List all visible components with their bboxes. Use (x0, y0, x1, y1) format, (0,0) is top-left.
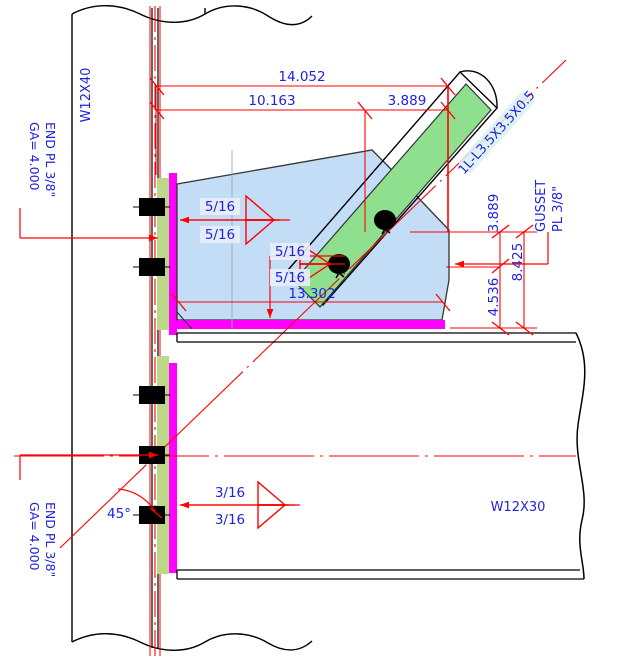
end-plate-bottom-label-line2: GA= 4.000 (27, 502, 42, 571)
gusset-label-line2: PL 3/8" (551, 186, 566, 232)
dimension-value-3889-vertical: 3.889 (486, 194, 502, 233)
dimension-overall-top: 14.052 (149, 69, 456, 232)
leader-gusset-label: GUSSET PL 3/8" (455, 180, 566, 268)
dimension-value-45deg: 45° (107, 506, 131, 522)
dimension-value-14052: 14.052 (278, 69, 325, 85)
weld-value-beam-column-top: 3/16 (215, 485, 245, 501)
dimension-brace-offset-top: 3.889 (365, 93, 456, 120)
beam-label-group: W12X30 (491, 500, 546, 515)
weld-value-gusset-column-top: 5/16 (205, 199, 235, 215)
dimension-vertical-group: 3.889 4.536 8.425 (410, 194, 537, 336)
dimension-value-8425: 8.425 (510, 243, 526, 282)
dimension-value-3889-top: 3.889 (388, 93, 427, 109)
beam-label: W12X30 (491, 500, 546, 515)
leader-end-plate-top: END PL 3/8" GA= 4.000 (19, 122, 158, 242)
weld-symbol-brace-gusset: 5/16 5/16 (266, 242, 345, 318)
weld-value-brace-gusset-bottom: 5/16 (275, 270, 305, 286)
leader-end-plate-bottom: END PL 3/8" GA= 4.000 (19, 451, 158, 577)
dimension-angle-45: 45° (107, 488, 163, 522)
weld-symbol-gusset-column: 5/16 5/16 (180, 194, 290, 246)
gusset-label-line1: GUSSET (534, 180, 549, 232)
weld-value-gusset-column-bottom: 5/16 (205, 227, 235, 243)
end-plate-top-label-line2: GA= 4.000 (27, 122, 42, 191)
end-plate-bolts (133, 198, 170, 524)
dimension-value-10163: 10.163 (248, 93, 295, 109)
dimension-value-13302: 13.302 (288, 286, 335, 302)
column-label-group: W12X40 (79, 68, 94, 123)
dimension-gusset-bottom: 13.302 (171, 286, 451, 312)
dimension-inner-top: 10.163 (149, 93, 373, 232)
beam-member (176, 332, 586, 580)
weld-symbol-beam-column: 3/16 3/16 (180, 480, 300, 530)
weld-value-beam-column-bottom: 3/16 (215, 512, 245, 528)
end-plate-top-label-line1: END PL 3/8" (43, 122, 58, 197)
weld-value-brace-gusset-top: 5/16 (275, 244, 305, 260)
column-label: W12X40 (79, 68, 94, 123)
dimension-value-4536: 4.536 (486, 278, 502, 317)
end-plate-bottom-label-line1: END PL 3/8" (43, 502, 58, 577)
